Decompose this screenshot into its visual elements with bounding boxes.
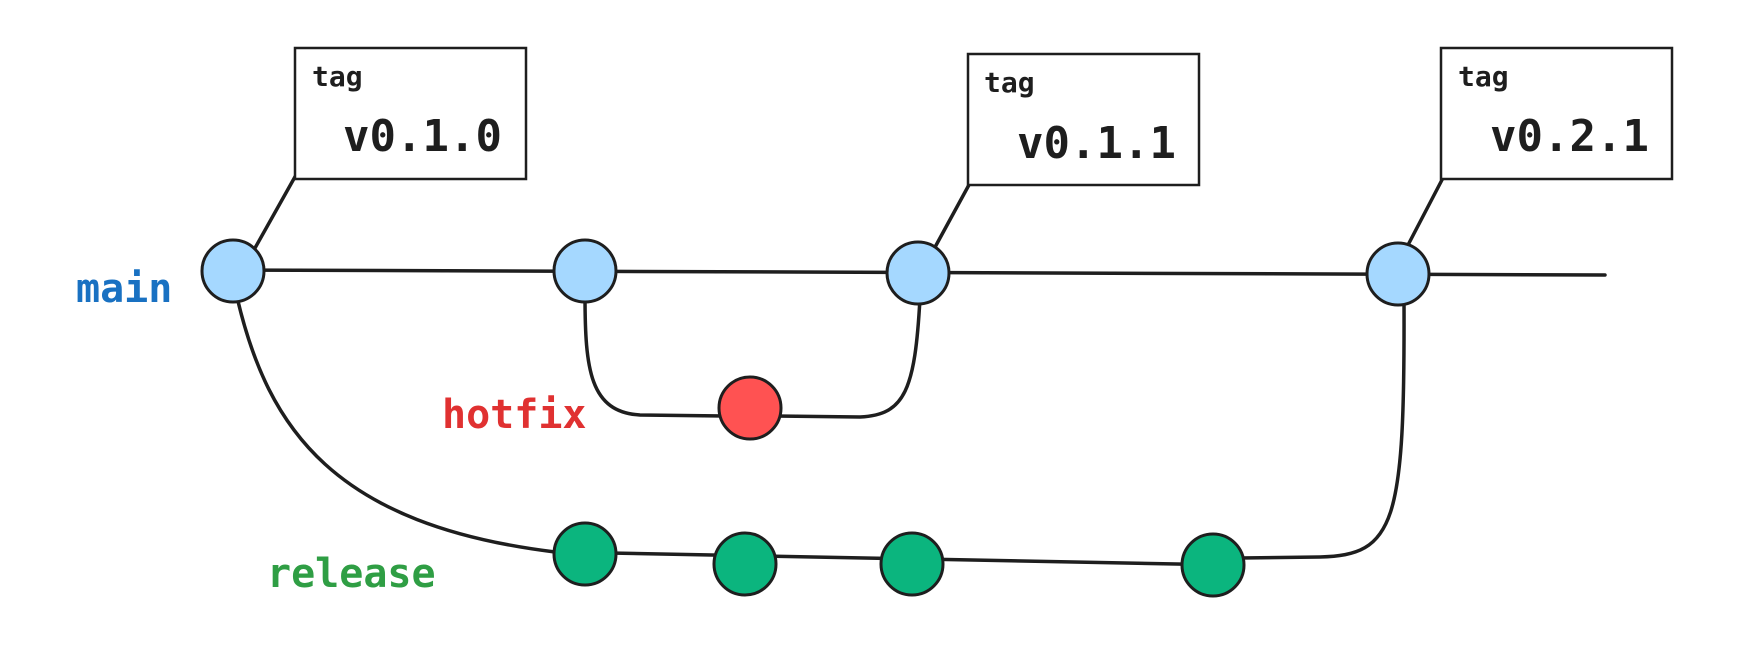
tag-connector-1: [253, 173, 298, 250]
release-commit: [1180, 532, 1246, 598]
hotfix-merge-line: [773, 296, 922, 419]
main-commit: [885, 240, 951, 306]
hotfix-commit: [717, 375, 783, 441]
release-commits: [552, 521, 1246, 598]
branch-label-hotfix: hotfix: [442, 392, 587, 438]
tag-box-frame: [293, 46, 528, 181]
tag-box-1: tag v0.1.0: [293, 46, 528, 181]
tag-box-frame: [1439, 46, 1674, 181]
tag-connector-2: [932, 181, 972, 251]
branch-edges: [231, 268, 1607, 567]
tag-version-text: v0.1.1: [1017, 118, 1176, 169]
main-commit: [200, 238, 266, 304]
tag-box-2: tag v0.1.1: [966, 52, 1201, 187]
branch-label-release: release: [267, 551, 436, 597]
tag-box-3: tag v0.2.1: [1439, 46, 1674, 181]
hotfix-commits: [717, 375, 783, 441]
branch-label-main: main: [76, 266, 172, 312]
tag-kicker-text: tag: [984, 66, 1035, 99]
tag-connector-3: [1406, 174, 1446, 247]
main-commits: [200, 238, 1431, 307]
tag-kicker-text: tag: [1458, 60, 1509, 93]
hotfix-branch-line: [583, 293, 727, 418]
tag-connectors: [253, 173, 1446, 251]
tag-version-text: v0.1.0: [343, 111, 502, 162]
tag-version-text: v0.2.1: [1490, 111, 1649, 162]
tag-kicker-text: tag: [312, 60, 363, 93]
release-branch-line: [235, 295, 1232, 567]
release-commit: [879, 531, 945, 597]
release-commit: [552, 521, 618, 587]
main-commit: [1365, 241, 1431, 307]
main-commit: [552, 238, 618, 304]
tag-box-frame: [966, 52, 1201, 187]
release-merge-line: [1238, 298, 1406, 560]
release-commit: [712, 531, 778, 597]
